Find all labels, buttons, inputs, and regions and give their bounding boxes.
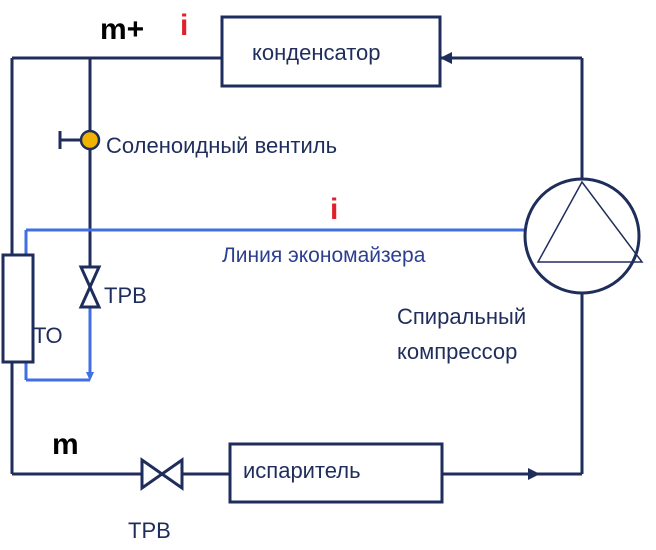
evaporator-label: испаритель <box>243 458 361 483</box>
arrow-into-condenser <box>440 52 452 64</box>
mass-flow-bottom-label: m <box>52 428 79 461</box>
compressor-label-line2: компрессор <box>397 339 518 364</box>
heat-exchanger-box <box>1 253 35 364</box>
trv-top-label: ТРВ <box>104 283 147 308</box>
solenoid-valve-icon <box>79 129 101 151</box>
injection-marker-top: i <box>180 9 189 42</box>
economizer-line-label: Линия экономайзера <box>222 244 426 267</box>
condenser-label: конденсатор <box>252 40 381 65</box>
trv-top-valve-icon-lower <box>78 283 102 309</box>
trv-bottom-label: ТРВ <box>128 518 171 543</box>
arrow-from-evaporator <box>528 468 540 480</box>
compressor-circle <box>523 177 641 295</box>
compressor-triangle-icon <box>536 180 644 263</box>
trv-bottom-valve-icon-right <box>159 457 184 491</box>
compressor-label-line1: Спиральный <box>397 304 527 329</box>
economizer-arrow <box>86 372 94 381</box>
evaporator-box <box>228 442 444 504</box>
heat-exchanger-label: ТО <box>33 323 63 348</box>
mass-flow-top-label: m+ <box>100 13 145 46</box>
injection-marker-economizer: i <box>330 193 339 226</box>
solenoid-valve-label: Соленоидный вентиль <box>106 133 338 158</box>
trv-bottom-valve-icon-left <box>140 457 165 491</box>
condenser-box <box>220 15 442 88</box>
trv-top-valve-icon-upper <box>78 265 102 291</box>
